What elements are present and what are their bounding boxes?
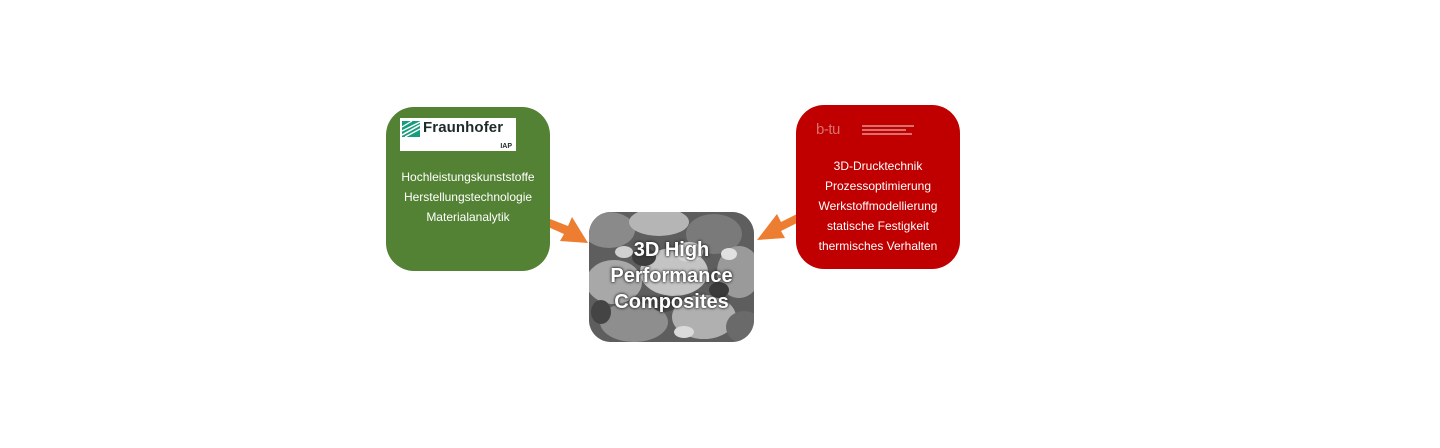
- competency-item: Prozessoptimierung: [824, 179, 932, 193]
- composites-box: 3D High Performance Composites: [589, 212, 754, 342]
- btu-competencies: 3D-Drucktechnik Prozessoptimierung Werks…: [796, 156, 960, 256]
- composites-title: 3D High Performance Composites: [589, 237, 754, 315]
- competency-item: statische Festigkeit: [826, 219, 930, 233]
- btu-box: b-tu 3D-Drucktechnik Prozessoptimierung …: [796, 105, 960, 269]
- competency-item: thermisches Verhalten: [818, 239, 938, 253]
- arrow-left-down-icon: [757, 214, 797, 240]
- fraunhofer-logo-sub: IAP: [500, 143, 512, 150]
- competency-item: Werkstoffmodellierung: [818, 199, 938, 213]
- composites-title-line: Composites: [614, 291, 729, 313]
- composites-title-line: Performance: [610, 265, 733, 287]
- competency-item: Materialanalytik: [426, 210, 510, 224]
- competency-item: Hochleistungskunststoffe: [401, 170, 535, 184]
- composites-title-line: 3D High: [633, 239, 710, 261]
- fraunhofer-competencies: Hochleistungskunststoffe Herstellungstec…: [386, 167, 550, 227]
- btu-logo-lines: [862, 125, 914, 135]
- fraunhofer-logo-name: Fraunhofer: [423, 119, 504, 136]
- btu-logo-name: b-tu: [816, 121, 840, 138]
- fraunhofer-box: Fraunhofer IAP Hochleistungskunststoffe …: [386, 107, 550, 271]
- fraunhofer-logo: Fraunhofer IAP: [400, 118, 516, 151]
- competency-item: 3D-Drucktechnik: [833, 159, 923, 173]
- competency-item: Herstellungstechnologie: [403, 190, 533, 204]
- arrow-right-down-icon: [550, 217, 588, 243]
- fraunhofer-mark-icon: [402, 121, 420, 137]
- btu-logo: b-tu: [816, 121, 926, 139]
- microstructure-image: [589, 212, 754, 342]
